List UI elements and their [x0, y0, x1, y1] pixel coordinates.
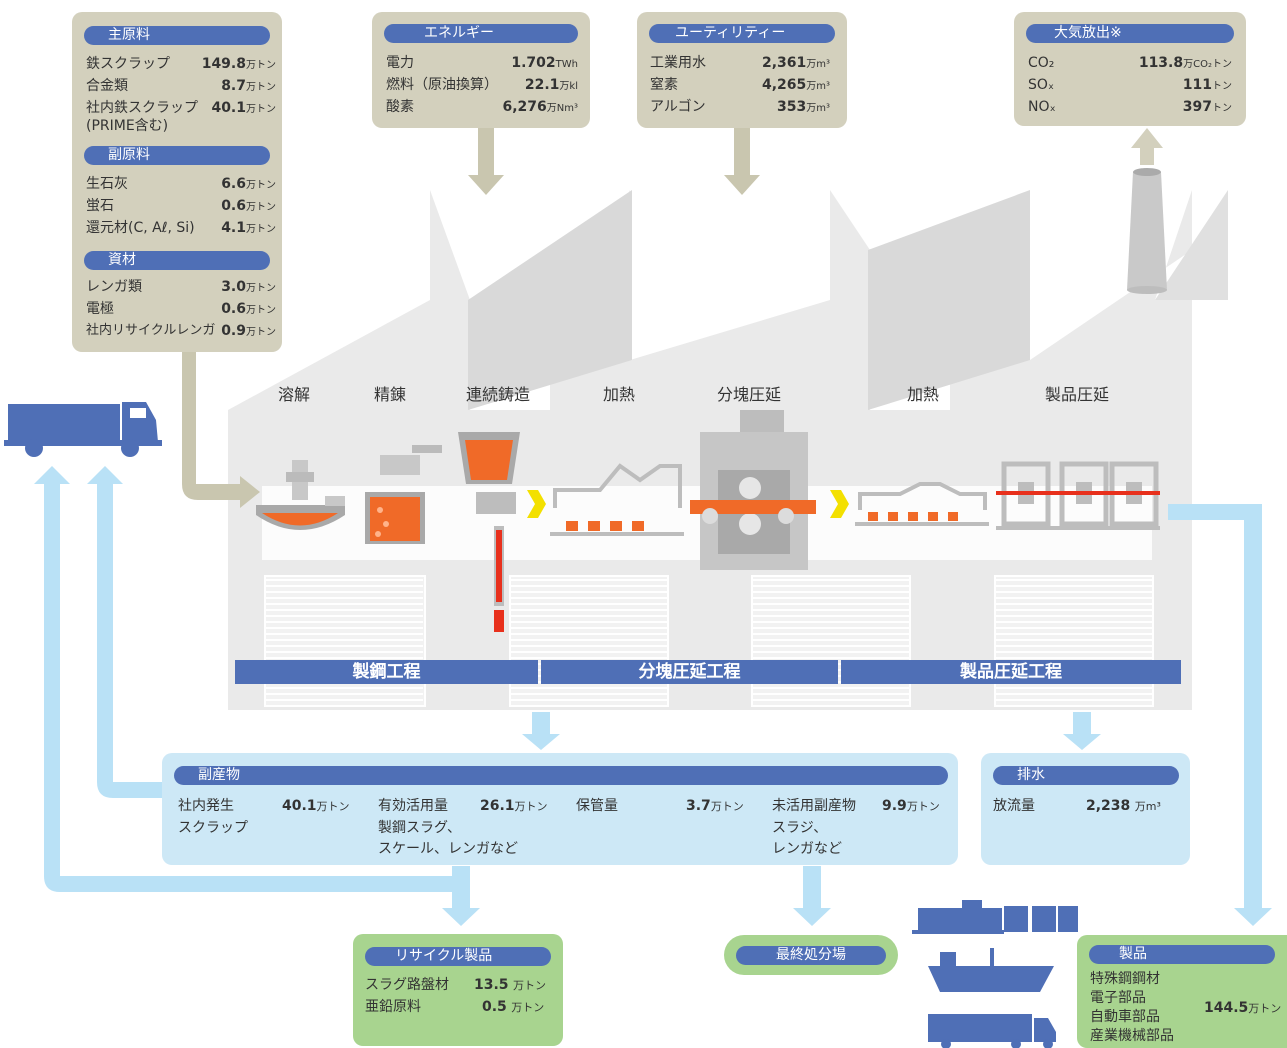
locomotive-icon: [912, 900, 1078, 934]
electric-furnace-icon: [256, 460, 345, 530]
emission-arrow: [1131, 128, 1163, 165]
stage-band-blooming: 分塊圧延工程: [541, 660, 838, 684]
byproduct-value: 40.1万トン: [282, 798, 350, 814]
recycle-value: 13.5 万トン: [474, 977, 546, 993]
byproduct-label: スラジ、: [772, 820, 828, 836]
byproduct-label: 社内発生: [178, 798, 234, 814]
utility-arrow: [724, 128, 760, 195]
supplies-title: 資材: [84, 251, 270, 270]
raw-materials-panel: [72, 12, 282, 352]
process-label: 分塊圧延: [716, 385, 781, 404]
product-item: 特殊鋼鋼材: [1090, 971, 1160, 987]
process-label: 精錬: [373, 385, 406, 404]
roof-panel: [1155, 190, 1228, 300]
utility-title: ユーティリティー: [649, 24, 835, 43]
emission-title: 大気放出※: [1026, 24, 1234, 43]
process-label: 製品圧延: [1044, 385, 1109, 404]
truck-icon: [4, 402, 162, 457]
energy-arrow: [468, 128, 504, 195]
products-total: 144.5万トン: [1204, 1000, 1282, 1016]
flow-arrows: [34, 466, 1272, 926]
recycle-value: 0.5 万トン: [482, 999, 545, 1015]
process-label: 連続鋳造: [465, 385, 530, 404]
byproduct-value: 26.1万トン: [480, 798, 548, 814]
process-label: 溶解: [277, 385, 310, 404]
recycle-label: 亜鉛原料: [365, 999, 421, 1015]
byproduct-label: 製鋼スラグ、: [378, 820, 462, 836]
raw-material-arrow: [182, 352, 260, 508]
byproduct-value: 3.7万トン: [686, 798, 744, 814]
ship-icon: [928, 948, 1054, 992]
process-label: 加熱: [906, 385, 939, 404]
byproduct-value: 9.9万トン: [882, 798, 940, 814]
process-label: 加熱: [602, 385, 635, 404]
byproduct-label: スケール、レンガなど: [378, 841, 518, 857]
product-item: 電子部品: [1090, 990, 1146, 1006]
blooming-mill-icon: [690, 410, 816, 570]
equipment-illustrations: [256, 410, 1160, 632]
byproduct-label: スクラップ: [178, 820, 248, 836]
byproduct-label: 保管量: [576, 798, 618, 814]
roof-panel: [468, 190, 632, 410]
stage-band-product-rolling: 製品圧延工程: [841, 660, 1181, 684]
material-note: (PRIME含む): [86, 118, 169, 134]
byproducts-title: 副産物: [174, 766, 948, 785]
energy-title: エネルギー: [384, 24, 578, 43]
wastewater-title: 排水: [993, 766, 1179, 785]
rolling-mill-stands-icon: [996, 461, 1160, 530]
chimney-icon: [1127, 168, 1167, 294]
continuous-caster-icon: [458, 432, 520, 632]
product-item: 産業機械部品: [1090, 1028, 1174, 1044]
trailer-truck-icon: [928, 1014, 1056, 1048]
sub-materials-title: 副原料: [84, 146, 270, 165]
reheating-furnace-icon: [855, 482, 989, 526]
byproduct-label: 有効活用量: [378, 798, 448, 814]
reheating-furnace-icon: [550, 463, 684, 536]
wastewater-label: 放流量: [993, 798, 1035, 814]
stage-band-steelmaking: 製鋼工程: [235, 660, 538, 684]
product-item: 自動車部品: [1090, 1009, 1160, 1025]
byproduct-label: レンガなど: [772, 841, 842, 857]
recycle-title: リサイクル製品: [365, 947, 551, 966]
wastewater-value: 2,238 万m³: [1086, 798, 1161, 814]
ladle-furnace-icon: [365, 445, 442, 544]
recycle-label: スラグ路盤材: [365, 977, 449, 993]
landfill-title: 最終処分場: [736, 946, 886, 965]
byproduct-label: 未活用副産物: [772, 798, 856, 814]
roof-panel: [868, 190, 1030, 410]
products-title: 製品: [1089, 945, 1275, 964]
main-materials-title: 主原料: [84, 26, 270, 45]
